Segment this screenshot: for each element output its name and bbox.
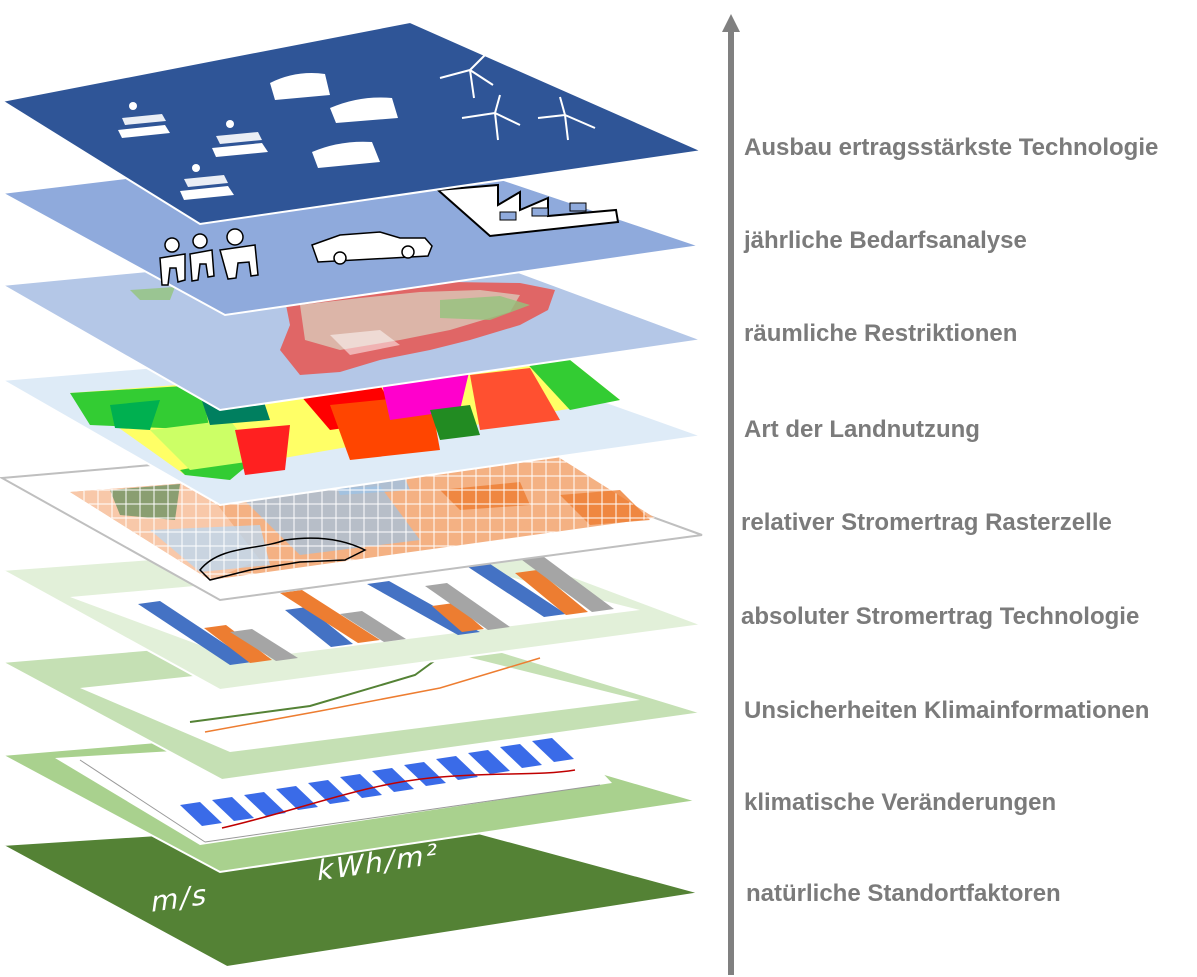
factory-icon (435, 183, 620, 238)
uncertainty-line-green (189, 652, 446, 723)
climate-bar-series (180, 738, 574, 826)
climate-trend-line (221, 769, 576, 829)
arrow-head (722, 14, 740, 32)
label-natural: natürliche Standortfaktoren (746, 880, 1061, 907)
people-icon (159, 228, 259, 286)
label-absolute: absoluter Stromertrag Technologie (741, 603, 1140, 630)
wind-turbine-icon (439, 54, 596, 141)
car-icon (311, 231, 433, 265)
uncertainty-line-orange (204, 657, 541, 733)
label-uncertainty: Unsicherheiten Klimainformationen (744, 697, 1150, 724)
label-landuse: Art der Landnutzung (744, 416, 980, 443)
layer-climate-change (0, 718, 698, 874)
layer-expansion (0, 20, 706, 226)
relative-border-outline (198, 537, 367, 581)
label-restrictions: räumliche Restriktionen (744, 320, 1018, 347)
label-relative: relativer Stromertrag Rasterzelle (741, 509, 1112, 536)
battery-icon (270, 73, 398, 168)
absolute-bars (138, 554, 614, 665)
solar-panel-icon (118, 102, 268, 200)
label-climate-change: klimatische Veränderungen (744, 789, 1057, 816)
label-expansion: Ausbau ertragsstärkste Technologie (744, 134, 1159, 161)
label-demand: jährliche Bedarfsanalyse (744, 227, 1027, 254)
